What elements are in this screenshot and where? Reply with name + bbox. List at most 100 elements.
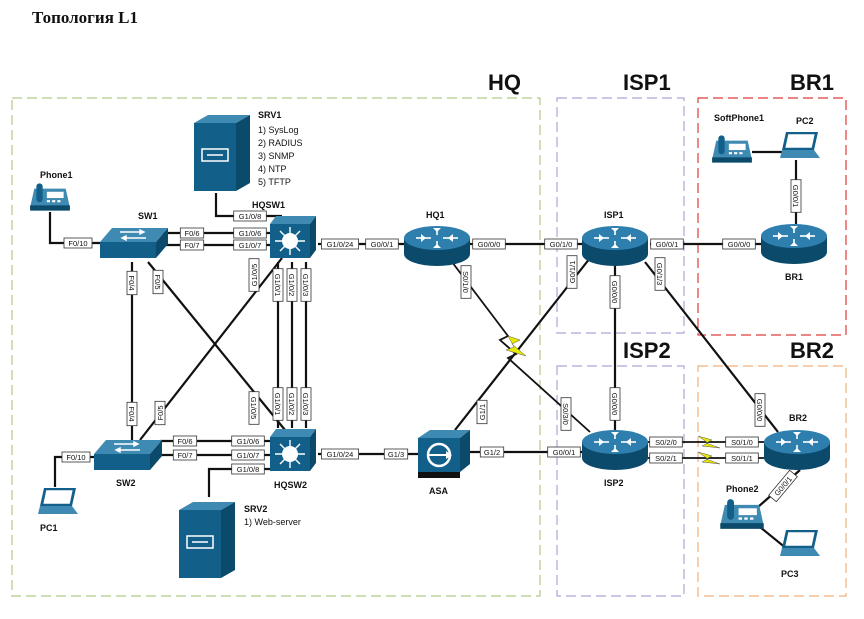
port-label: G0/0/0 <box>472 238 506 250</box>
port-label-box <box>383 448 409 460</box>
port-label-text: G1/0/3 <box>301 274 310 297</box>
port-label: F0/7 <box>179 239 205 251</box>
zone-isp2-box <box>556 365 685 597</box>
port-label-text: G0/0/1 <box>553 448 576 457</box>
zone-isp1-box <box>556 97 685 334</box>
port-label-text: S0/3/0 <box>561 403 570 425</box>
port-label-text: G1/0/2 <box>287 393 296 416</box>
port-label-text: G0/1/1 <box>568 261 577 284</box>
port-label-text: G1/0/2 <box>287 274 296 297</box>
port-label-box <box>300 387 312 421</box>
port-label-text: G1/0/8 <box>239 212 262 221</box>
port-label-text: G1/0/1 <box>273 393 282 416</box>
port-label-box <box>272 387 284 421</box>
port-label: G1/0/24 <box>320 238 360 250</box>
srv1-service-item: 2) RADIUS <box>258 138 303 148</box>
port-label-text: G0/1/3 <box>655 263 664 286</box>
pc3-icon[interactable] <box>779 529 821 557</box>
port-label: G0/1/0 <box>544 238 578 250</box>
srv2-icon[interactable] <box>178 501 236 579</box>
devices-layer: Phone1 SW1 SRV1 HQSW1 HQ1 ISP1 SoftPhone… <box>30 110 831 579</box>
port-label-box <box>479 446 505 458</box>
isp1-icon[interactable] <box>581 225 649 267</box>
zone-br1-label: BR1 <box>790 70 834 95</box>
srv1-icon[interactable] <box>193 114 251 192</box>
serial-lightning-isp2-br2-b <box>697 451 721 465</box>
asa-firewall-icon[interactable] <box>416 428 472 480</box>
hqsw1-icon[interactable] <box>269 215 317 259</box>
br1-icon[interactable] <box>760 223 828 265</box>
hqsw2-icon[interactable] <box>269 428 317 472</box>
port-label: G1/3 <box>383 448 409 460</box>
br1-label: BR1 <box>785 272 803 282</box>
pc2-label: PC2 <box>796 116 814 126</box>
srv1-service-item: 1) SysLog <box>258 125 299 135</box>
port-label: F0/7 <box>172 449 198 461</box>
port-label: G1/0/5 <box>248 391 260 425</box>
port-label: S0/1/0 <box>460 265 472 299</box>
port-label-text: S0/2/0 <box>655 438 677 447</box>
isp1-label: ISP1 <box>604 210 624 220</box>
port-label-box <box>61 451 91 463</box>
port-label-text: G1/3 <box>388 450 404 459</box>
port-label: G0/0/1 <box>547 446 581 458</box>
port-label-box <box>152 269 164 295</box>
port-label: G1/0/2 <box>286 387 298 421</box>
port-label-box <box>179 239 205 251</box>
phone2-icon[interactable] <box>720 499 764 529</box>
zone-br1-box <box>697 97 847 336</box>
port-label: G0/0/1 <box>650 238 684 250</box>
port-label-box <box>320 448 360 460</box>
port-label-text: G0/1/0 <box>550 240 573 249</box>
hq1-icon[interactable] <box>403 225 471 267</box>
hqsw1-label: HQSW1 <box>252 200 285 210</box>
sw2-icon[interactable] <box>93 439 163 471</box>
port-label-box <box>476 399 488 425</box>
port-label-text: F0/6 <box>177 437 192 446</box>
srv1-service-item: 5) TFTP <box>258 177 291 187</box>
pc1-icon[interactable] <box>37 487 79 515</box>
port-label-box <box>650 238 684 250</box>
pc2-icon[interactable] <box>779 131 821 159</box>
zones-layer: HQ ISP1 BR1 ISP2 BR2 <box>11 70 847 597</box>
port-label: F0/4 <box>126 270 138 296</box>
port-label-box <box>63 237 93 249</box>
port-label: G1/0/3 <box>300 387 312 421</box>
softphone1-icon[interactable] <box>712 135 752 163</box>
port-label: G1/1 <box>476 399 488 425</box>
port-label-text: F0/10 <box>66 453 85 462</box>
port-label-text: G1/0/24 <box>327 450 354 459</box>
port-label-text: G1/1 <box>478 404 487 420</box>
srv1-label: SRV1 <box>258 110 281 120</box>
zone-hq-box <box>11 97 541 597</box>
port-label: G0/0/1 <box>790 179 802 213</box>
port-label-box <box>472 238 506 250</box>
port-label-text: G1/0/7 <box>239 241 262 250</box>
port-label-text: F0/4 <box>127 275 136 290</box>
br2-icon[interactable] <box>763 429 831 471</box>
sw1-icon[interactable] <box>99 227 169 259</box>
port-label: F0/4 <box>126 401 138 427</box>
port-label-text: G1/0/6 <box>237 437 260 446</box>
port-label-text: S0/1/0 <box>731 438 753 447</box>
softphone1-label: SoftPhone1 <box>714 113 764 123</box>
port-label: G1/0/6 <box>233 227 267 239</box>
port-label: G1/0/5 <box>248 258 260 292</box>
br2-label: BR2 <box>789 413 807 423</box>
port-label-box <box>179 227 205 239</box>
port-label-box <box>725 436 759 448</box>
port-label-box <box>790 179 802 213</box>
page-title: Топология L1 <box>32 8 138 27</box>
zone-hq-label: HQ <box>488 70 521 95</box>
port-label: G0/1/1 <box>566 255 578 289</box>
phone1-icon[interactable] <box>30 183 70 211</box>
port-label: G1/0/8 <box>233 210 267 222</box>
pc3-label: PC3 <box>781 569 799 579</box>
port-label-text: G1/0/24 <box>327 240 354 249</box>
port-label-text: F0/6 <box>184 229 199 238</box>
port-label-box <box>286 268 298 302</box>
port-label-text: G1/0/6 <box>239 229 262 238</box>
port-label-box <box>172 449 198 461</box>
isp2-icon[interactable] <box>581 429 649 471</box>
